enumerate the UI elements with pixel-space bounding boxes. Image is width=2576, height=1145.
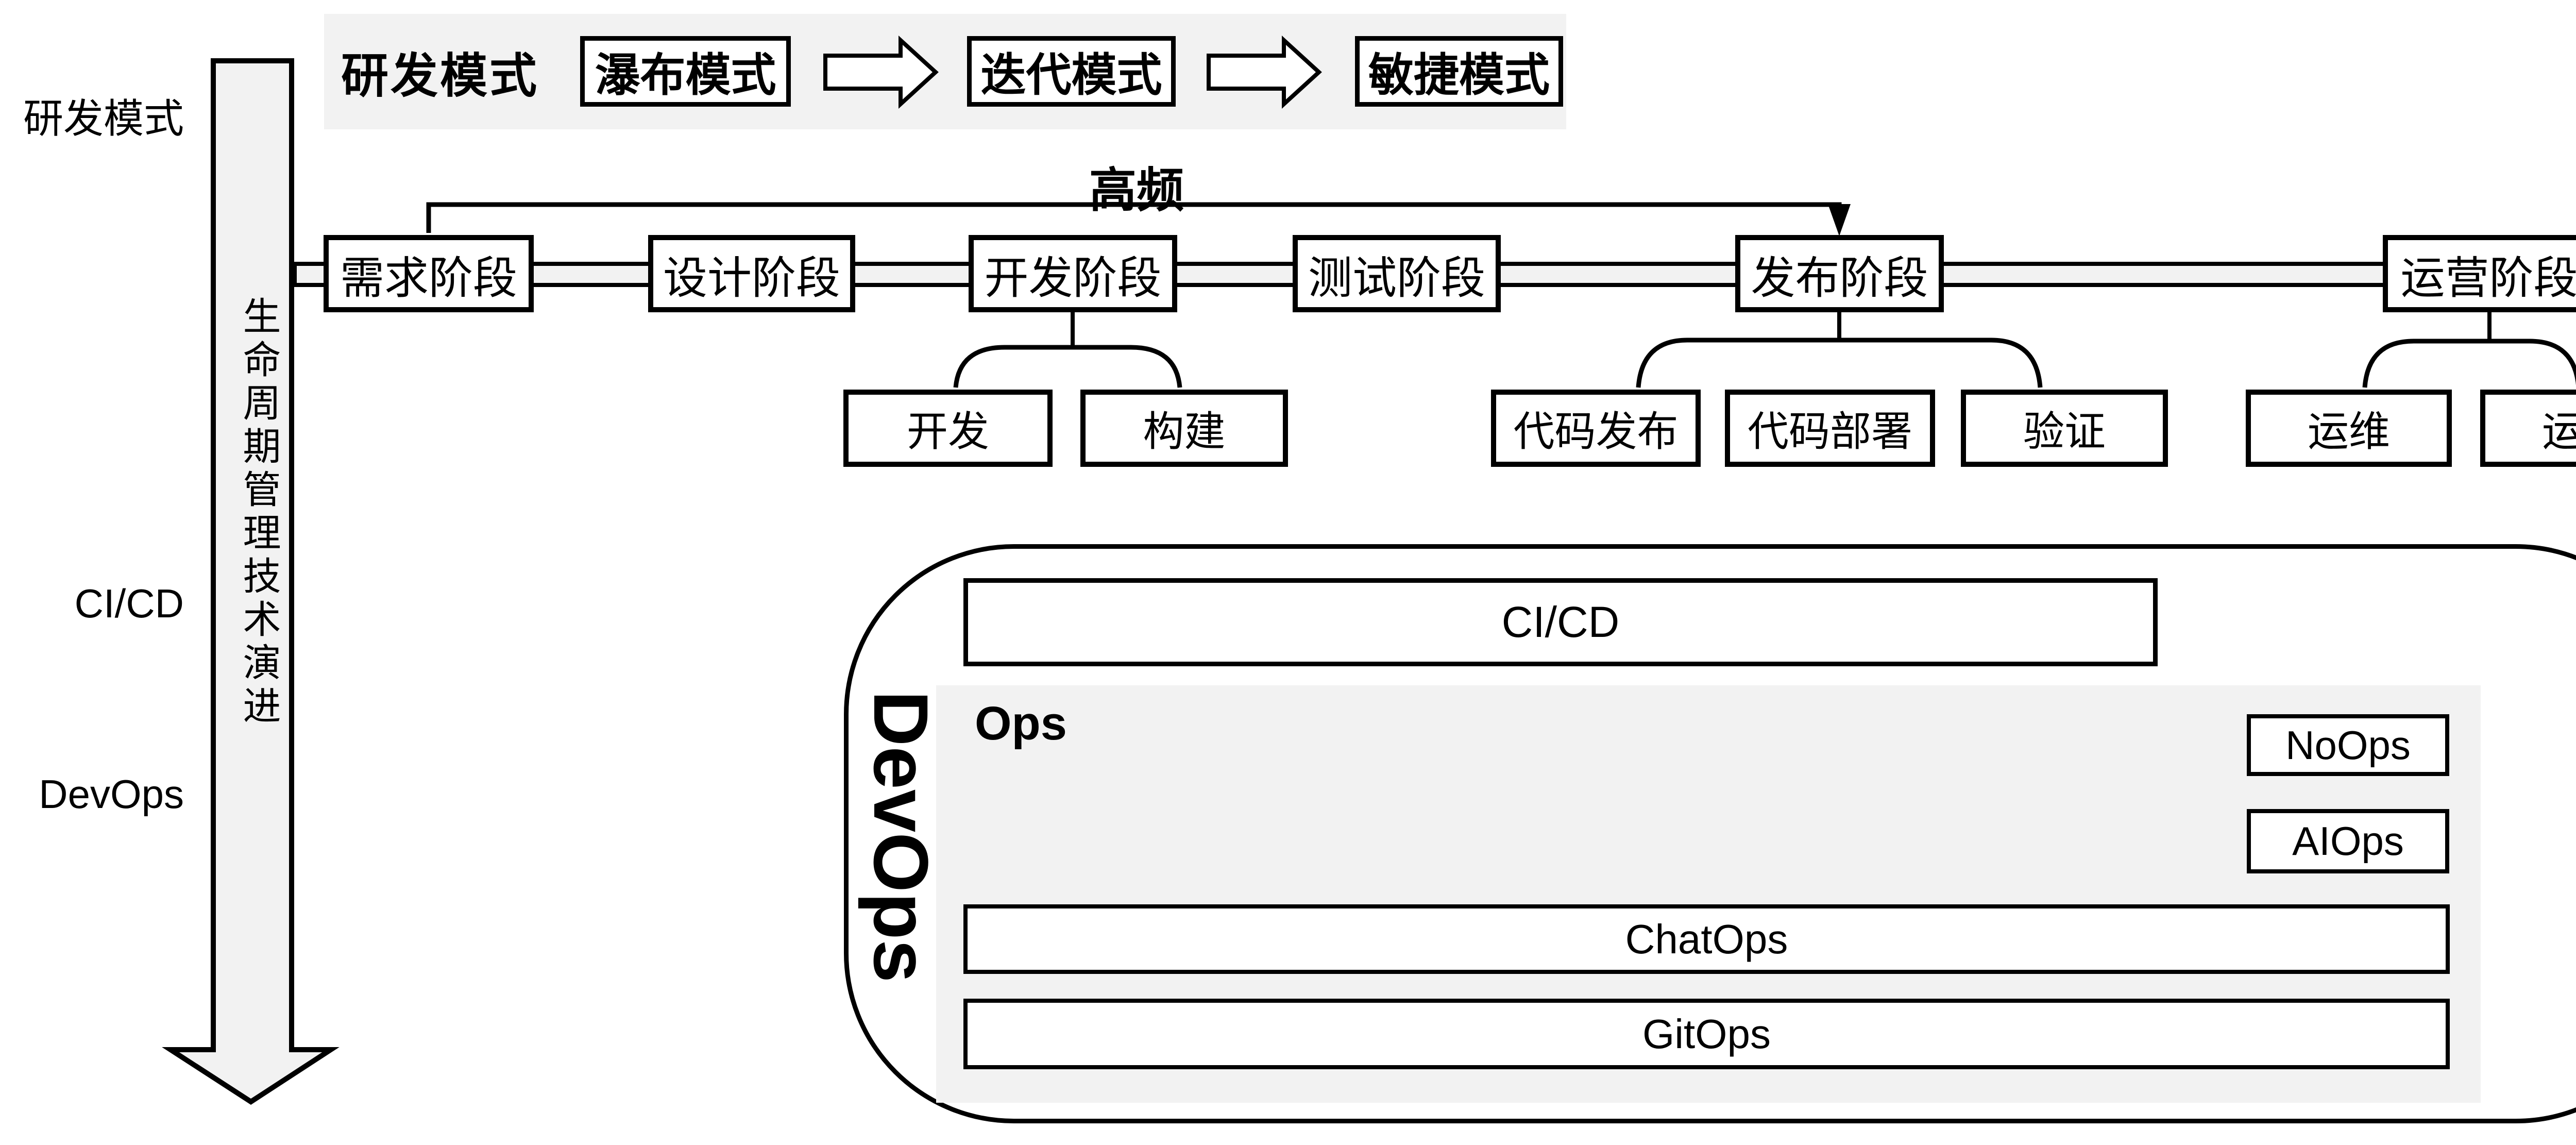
side-label-cicd: CI/CD — [74, 581, 184, 626]
side-label-devops: DevOps — [39, 771, 184, 817]
dev-mode-title: 研发模式 — [341, 49, 539, 103]
sub-box-build: 构建 — [1080, 390, 1288, 467]
side-label-rd-mode: 研发模式 — [23, 96, 184, 141]
phase-operation: 运营阶段 — [2383, 235, 2576, 312]
lifecycle-down-arrow-icon — [162, 58, 340, 1105]
ops-item-noops: NoOps — [2247, 714, 2449, 776]
phase-design: 设计阶段 — [648, 235, 855, 312]
sub-box-develop: 开发 — [843, 390, 1053, 467]
mode-box-waterfall: 瀑布模式 — [580, 36, 791, 107]
high-frequency-label: 高频 — [1089, 164, 1184, 217]
dev-brace-connector — [953, 345, 1182, 388]
flow-arrow-icon — [823, 35, 939, 109]
devops-container-label: DevOps — [858, 691, 944, 983]
phase-testing: 测试阶段 — [1293, 235, 1501, 312]
cicd-bar: CI/CD — [963, 578, 2158, 666]
mode-box-iterative: 迭代模式 — [967, 36, 1176, 107]
lifecycle-arrow-text: 生命周期管理技术演进 — [238, 296, 280, 729]
ops-box-label: Ops — [975, 697, 1067, 750]
operate-brace-connector — [2362, 339, 2576, 388]
flow-arrow-icon — [1207, 35, 1322, 109]
sub-box-ops-maintain: 运维 — [2246, 390, 2452, 467]
phase-requirements: 需求阶段 — [324, 235, 534, 312]
sub-box-code-release: 代码发布 — [1491, 390, 1701, 467]
ops-item-aiops: AIOps — [2247, 809, 2449, 873]
mode-box-agile: 敏捷模式 — [1355, 36, 1563, 107]
mode-flow-arrows — [823, 35, 1322, 109]
ops-item-chatops: ChatOps — [963, 904, 2450, 974]
phase-release: 发布阶段 — [1735, 235, 1944, 312]
ops-item-gitops: GitOps — [963, 999, 2450, 1069]
sub-box-verify: 验证 — [1961, 390, 2168, 467]
feedback-arrowhead-icon — [1828, 204, 1851, 236]
phase-development: 开发阶段 — [969, 235, 1177, 312]
release-brace-connector — [1636, 338, 2043, 388]
sub-box-code-deploy: 代码部署 — [1725, 390, 1935, 467]
sub-box-ops-operate: 运营 — [2480, 390, 2576, 467]
